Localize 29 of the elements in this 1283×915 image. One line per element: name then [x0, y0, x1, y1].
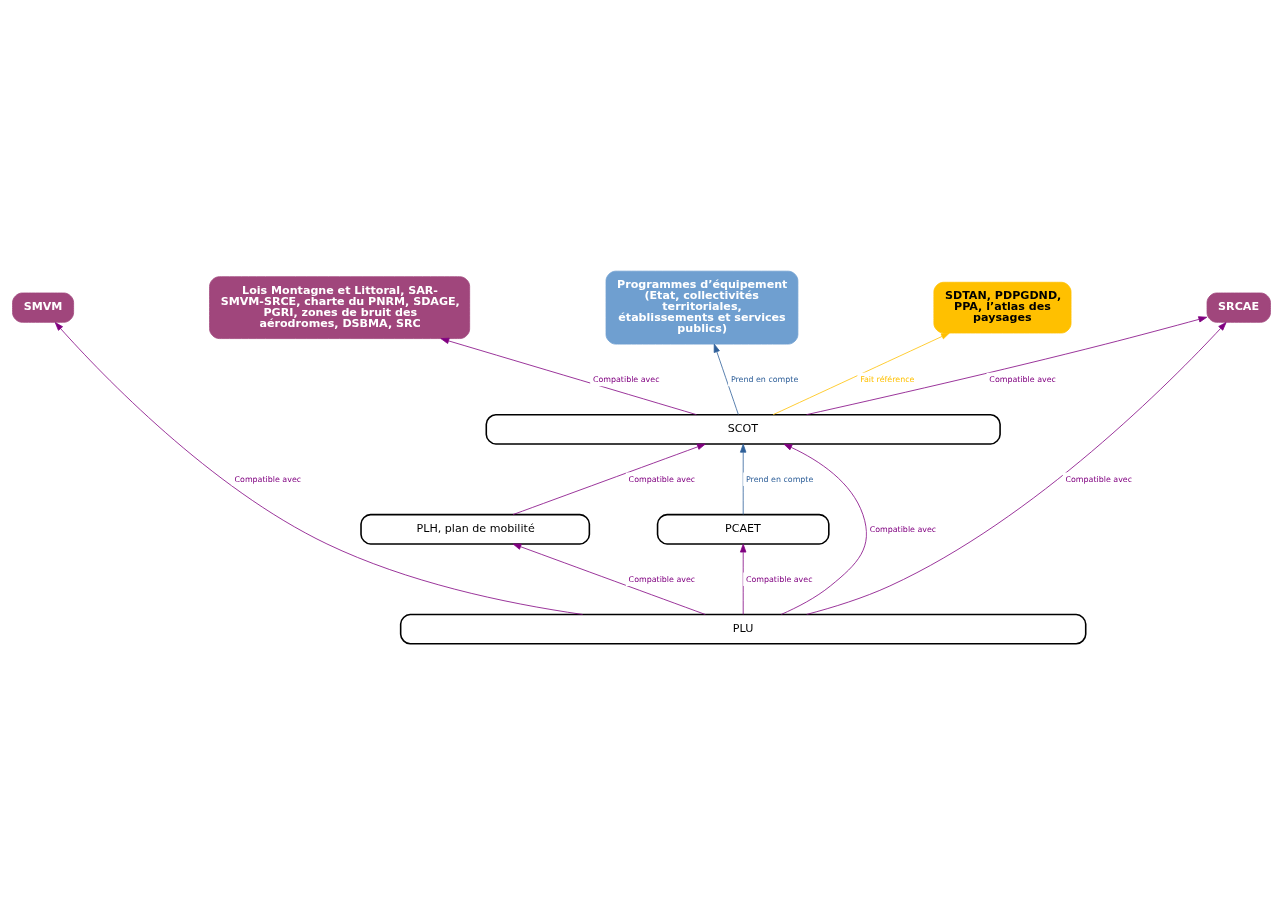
node-box: PLH, plan de mobilité	[360, 513, 591, 545]
edge-label: Compatible avec	[989, 374, 1056, 384]
arrow	[440, 337, 697, 416]
edge-label: Compatible avec	[628, 474, 696, 484]
arrow	[512, 543, 706, 615]
arrow	[54, 322, 584, 615]
edge-label: Prend en compte	[745, 474, 814, 484]
edge-label: Fait référence	[860, 374, 915, 384]
arrow	[713, 343, 739, 415]
node-box: SMVM	[12, 292, 74, 323]
node-box: PCAET	[656, 513, 830, 545]
node-box: SCOT	[485, 413, 1001, 445]
node-box: SRCAE	[1206, 292, 1271, 323]
node-box: PLU	[399, 613, 1087, 645]
arrow	[806, 316, 1208, 416]
edge-label: Compatible avec	[592, 374, 660, 384]
edge-label: Compatible avec	[1065, 474, 1133, 484]
node-box: Lois Montagne et Littoral, SAR-SMVM-SRCE, charte du PNRM, SDAGE, PGRI, zones de bruit des aérodromes, DSBMA, SRC	[209, 276, 471, 339]
node-box: Programmes d’équipement (Etat, collectivités territoriales, établissements et services publics)	[605, 270, 799, 345]
arrow	[806, 322, 1227, 615]
arrow	[772, 332, 950, 416]
edge-label: Compatible avec	[745, 574, 813, 584]
edge-label: Prend en compte	[730, 374, 799, 384]
node-box: SDTAN, PDPGDND, PPA, l’atlas des paysages	[933, 281, 1072, 334]
edge-label: Compatible avec	[869, 524, 937, 534]
edge-label: Compatible avec	[628, 574, 696, 584]
edge-label: Compatible avec	[234, 474, 302, 484]
arrow	[512, 443, 706, 515]
arrow	[780, 443, 867, 615]
